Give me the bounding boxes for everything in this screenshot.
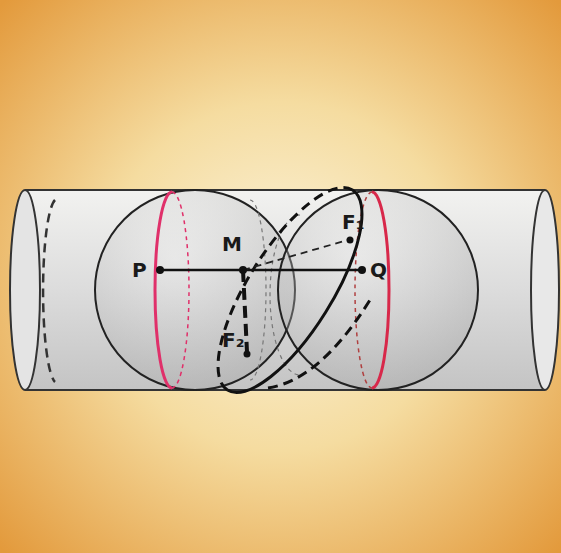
cylinder-edge	[25, 389, 545, 391]
touch-circle	[155, 192, 172, 388]
point-label: F₂	[222, 330, 244, 350]
touch-circle	[372, 192, 389, 388]
point	[347, 237, 354, 244]
point	[244, 351, 251, 358]
cylinder-right-end	[531, 190, 559, 390]
point-label: F₁	[342, 212, 364, 232]
cylinder-edge	[25, 189, 545, 191]
section-ellipse	[227, 190, 388, 412]
segment-mf1	[243, 240, 348, 270]
cylinder-body	[25, 190, 545, 390]
point-label: M	[222, 234, 242, 254]
section-edge	[268, 300, 370, 388]
section-ellipse	[192, 168, 353, 390]
point-label: Q	[370, 260, 387, 280]
cylinder-dashed-rim	[43, 200, 55, 382]
point	[239, 266, 247, 274]
left-sphere	[95, 190, 295, 390]
point-label: P	[132, 260, 147, 280]
point	[156, 266, 164, 274]
sphere-meridian	[250, 200, 266, 380]
segment-pq	[160, 269, 362, 272]
touch-circle	[172, 192, 189, 388]
right-sphere	[278, 190, 478, 390]
cylinder-left-end	[10, 190, 40, 390]
point	[358, 266, 366, 274]
